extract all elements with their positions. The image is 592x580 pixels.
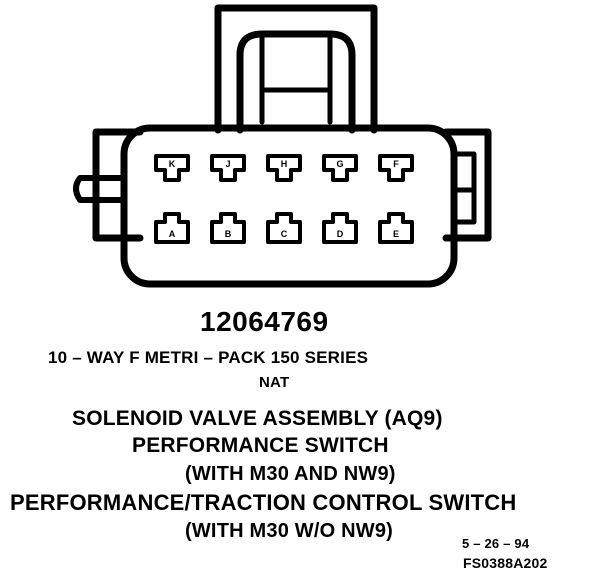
revision-date: 5 – 26 – 94 — [462, 536, 530, 551]
cavity-label: F — [393, 159, 399, 169]
usage-line: SOLENOID VALVE ASSEMBLY (AQ9) — [72, 407, 443, 430]
connector-left-ear — [92, 128, 144, 242]
cavity-outline — [322, 154, 358, 182]
cavity-c: C — [266, 212, 302, 244]
cavity-outline — [210, 154, 246, 182]
cavity-label: H — [281, 159, 288, 169]
cavity-b: B — [210, 212, 246, 244]
connector-right-ear — [442, 128, 492, 242]
usage-line: PERFORMANCE/TRACTION CONTROL SWITCH — [10, 490, 517, 515]
connector-latch-inner — [236, 30, 356, 134]
cavity-row-bottom: A B C D E — [154, 212, 414, 244]
cavity-label: K — [169, 159, 176, 169]
usage-line: (WITH M30 W/O NW9) — [185, 520, 394, 542]
cavity-outline — [266, 154, 302, 182]
connector-series: 10 – WAY F METRI – PACK 150 SERIES — [48, 348, 369, 367]
cavity-label: C — [281, 229, 288, 239]
cavity-e: E — [378, 212, 414, 244]
cavity-label: B — [225, 229, 232, 239]
cavity-d: D — [322, 212, 358, 244]
cavity-outline — [154, 154, 190, 182]
cavity-label: A — [169, 229, 176, 239]
cavity-label: E — [393, 229, 399, 239]
part-number: 12064769 — [200, 306, 329, 337]
usage-line: (WITH M30 AND NW9) — [185, 463, 396, 485]
connector-body — [120, 124, 458, 288]
cavity-j: J — [210, 154, 246, 182]
cavity-label: D — [337, 229, 344, 239]
cavity-f: F — [378, 154, 414, 182]
connector-color: NAT — [259, 374, 290, 391]
cavity-outline — [378, 212, 414, 244]
connector-latch — [214, 4, 378, 134]
cavity-g: G — [322, 154, 358, 182]
connector-face-diagram: K J H G F A B C D E — [73, 4, 492, 288]
connector-right-bracket — [453, 151, 477, 225]
cavity-label: J — [225, 159, 230, 169]
cavity-outline — [266, 212, 302, 244]
figure-id: FS0388A202 — [463, 555, 548, 571]
usage-line: PERFORMANCE SWITCH — [132, 434, 389, 457]
cavity-h: H — [266, 154, 302, 182]
cavity-outline — [154, 212, 190, 244]
cavity-k: K — [154, 154, 190, 182]
cavity-outline — [322, 212, 358, 244]
cavity-outline — [210, 212, 246, 244]
cavity-a: A — [154, 212, 190, 244]
connector-latch-ramp — [259, 31, 333, 125]
cavity-outline — [378, 154, 414, 182]
cavity-label: G — [336, 159, 343, 169]
connector-left-post — [73, 175, 127, 203]
